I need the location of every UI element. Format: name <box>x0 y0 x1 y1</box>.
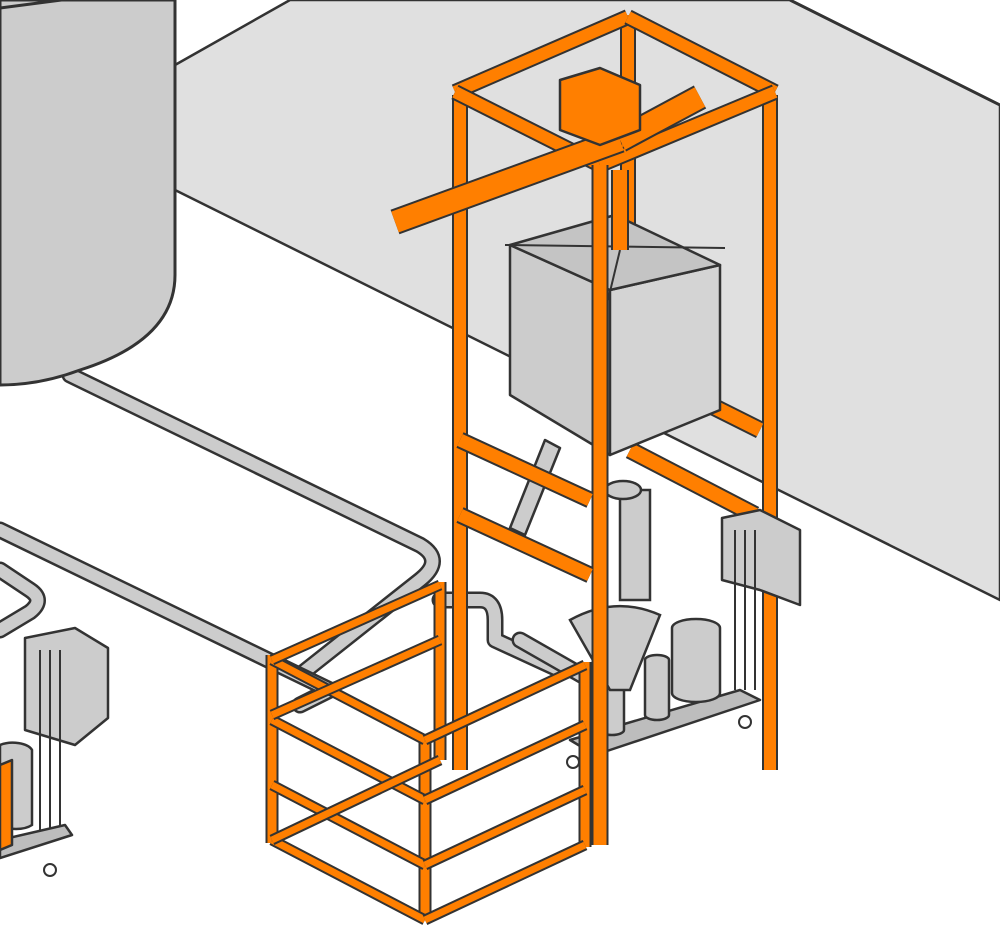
tank-body <box>0 0 177 387</box>
pipe-left <box>0 564 44 636</box>
hopper-top <box>508 213 722 292</box>
canister-small <box>643 653 671 722</box>
gate-rail-front <box>423 721 587 804</box>
gate-rail-back <box>270 756 442 844</box>
crossbar-1 <box>457 434 593 506</box>
equipment <box>504 213 802 769</box>
gate-rail-side <box>270 656 427 744</box>
tank-top-edge <box>0 0 73 10</box>
orange-post-left <box>0 758 14 852</box>
brace-right-1 <box>626 443 759 522</box>
storage-tank <box>0 0 177 387</box>
gate-rail-side <box>270 836 427 924</box>
pipe-main <box>64 369 439 681</box>
crossbar-2 <box>457 509 593 581</box>
gate-rail-side <box>270 716 427 804</box>
bag-strap <box>607 249 621 301</box>
gate-rail-back <box>270 636 442 719</box>
front-frame <box>0 9 779 925</box>
cart-left-base <box>0 823 74 860</box>
gate-rail-front <box>423 841 587 924</box>
tube-inlet <box>603 479 643 501</box>
top-beam-back-right <box>625 11 778 98</box>
gate-rail-front <box>423 661 587 744</box>
control-box-right <box>720 508 802 607</box>
wall-edge <box>789 0 1000 107</box>
vibrator-arm <box>508 438 562 537</box>
top-beam-back-left <box>452 11 631 98</box>
gate-rail-side <box>270 781 427 869</box>
canister <box>670 617 722 704</box>
cart-wheel-left <box>43 863 57 877</box>
gate-rail-back <box>270 581 442 664</box>
hoist-trolley <box>558 66 642 147</box>
top-beam-front-right <box>597 86 778 171</box>
discharge-tube <box>618 488 652 602</box>
control-box-left <box>23 626 110 747</box>
hoist-rail <box>391 129 624 233</box>
cart-wheel <box>566 755 580 769</box>
pipe-cart <box>434 594 566 676</box>
gate-rail-front <box>423 786 587 869</box>
cart-wheel <box>738 715 752 729</box>
